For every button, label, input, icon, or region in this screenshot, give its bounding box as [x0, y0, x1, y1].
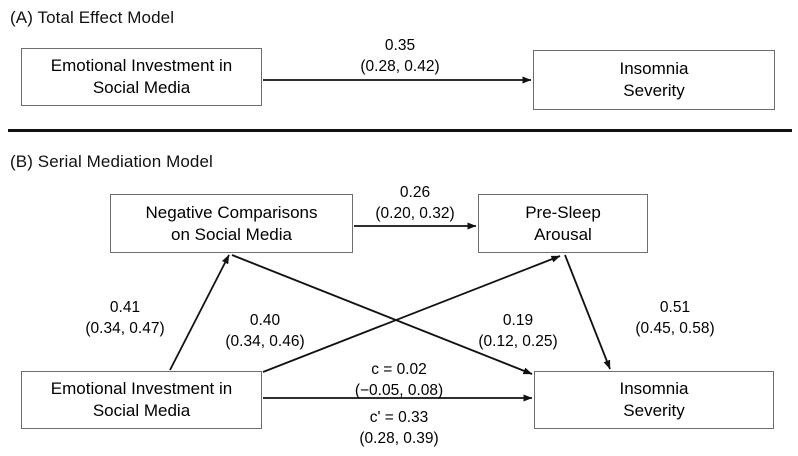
node-line-1: Emotional Investment in [50, 56, 233, 76]
path-coefficient: 0.26 [399, 184, 431, 201]
node-label: Pre-Sleep Arousal [519, 202, 607, 246]
node-line-1: Emotional Investment in [50, 379, 233, 399]
path-coefficient: 0.40 [249, 312, 281, 329]
path-label-total-effect: 0.35 (0.28, 0.42) [360, 36, 439, 78]
node-line-1: Insomnia [619, 59, 689, 79]
arrow-x-to-m1 [169, 254, 230, 371]
node-line-2: Arousal [534, 224, 592, 244]
node-line-2: Severity [623, 401, 685, 420]
path-confidence-interval: (0.12, 0.25) [478, 332, 558, 350]
node-insomnia-severity-b: Insomnia Severity [534, 371, 774, 429]
node-line-1: Insomnia [619, 379, 689, 399]
arrow-m1-to-y [231, 254, 533, 375]
node-label: Emotional Investment in Social Media [45, 55, 238, 99]
path-label-direct-c: c = 0.02 (−0.05, 0.08) [355, 360, 443, 402]
path-label-direct-c-prime: c' = 0.33 (0.28, 0.39) [359, 408, 438, 450]
node-label: Negative Comparisons on Social Media [140, 202, 324, 246]
node-line-1: Pre-Sleep [525, 202, 601, 222]
path-label-m2-to-y: 0.51 (0.45, 0.58) [635, 298, 714, 340]
arrow-x-to-m2 [262, 255, 561, 373]
node-label: Emotional Investment in Social Media [45, 378, 238, 422]
arrow-m2-to-y [564, 254, 611, 370]
node-label: Insomnia Severity [614, 58, 695, 102]
path-coefficient: 0.35 [384, 37, 416, 54]
path-confidence-interval: (0.45, 0.58) [635, 319, 715, 337]
node-line-2: Social Media [92, 401, 191, 420]
node-pre-sleep-arousal: Pre-Sleep Arousal [478, 194, 648, 253]
node-insomnia-severity-a: Insomnia Severity [533, 50, 775, 110]
path-coefficient: 0.41 [109, 299, 141, 316]
path-confidence-interval: (−0.05, 0.08) [354, 381, 444, 399]
path-label-x-to-m2: 0.40 (0.34, 0.46) [225, 311, 304, 353]
node-label: Insomnia Severity [614, 378, 695, 422]
node-negative-comparisons: Negative Comparisons on Social Media [110, 194, 353, 253]
node-line-2: on Social Media [171, 224, 292, 244]
path-confidence-interval: (0.34, 0.46) [225, 332, 305, 350]
path-confidence-interval: (0.20, 0.32) [375, 204, 455, 222]
path-confidence-interval: (0.28, 0.39) [359, 429, 439, 447]
panel-divider [8, 129, 792, 132]
node-line-1: Negative Comparisons [145, 202, 318, 222]
node-line-2: Severity [623, 81, 685, 100]
path-label-m1-to-y: 0.19 (0.12, 0.25) [478, 311, 557, 353]
path-coefficient: 0.51 [659, 299, 691, 316]
path-coefficient: 0.19 [502, 312, 534, 329]
path-coefficient: c = 0.02 [371, 361, 427, 378]
path-coefficient: c' = 0.33 [369, 409, 429, 426]
node-emotional-investment-a: Emotional Investment in Social Media [21, 48, 262, 106]
panel-a-title: (A) Total Effect Model [10, 8, 175, 27]
path-label-x-to-m1: 0.41 (0.34, 0.47) [85, 298, 164, 340]
path-confidence-interval: (0.28, 0.42) [360, 57, 440, 75]
path-confidence-interval: (0.34, 0.47) [85, 319, 165, 337]
path-label-m1-to-m2: 0.26 (0.20, 0.32) [375, 183, 454, 225]
node-line-2: Social Media [92, 78, 191, 97]
panel-b-title: (B) Serial Mediation Model [10, 152, 213, 171]
node-emotional-investment-b: Emotional Investment in Social Media [21, 371, 262, 429]
